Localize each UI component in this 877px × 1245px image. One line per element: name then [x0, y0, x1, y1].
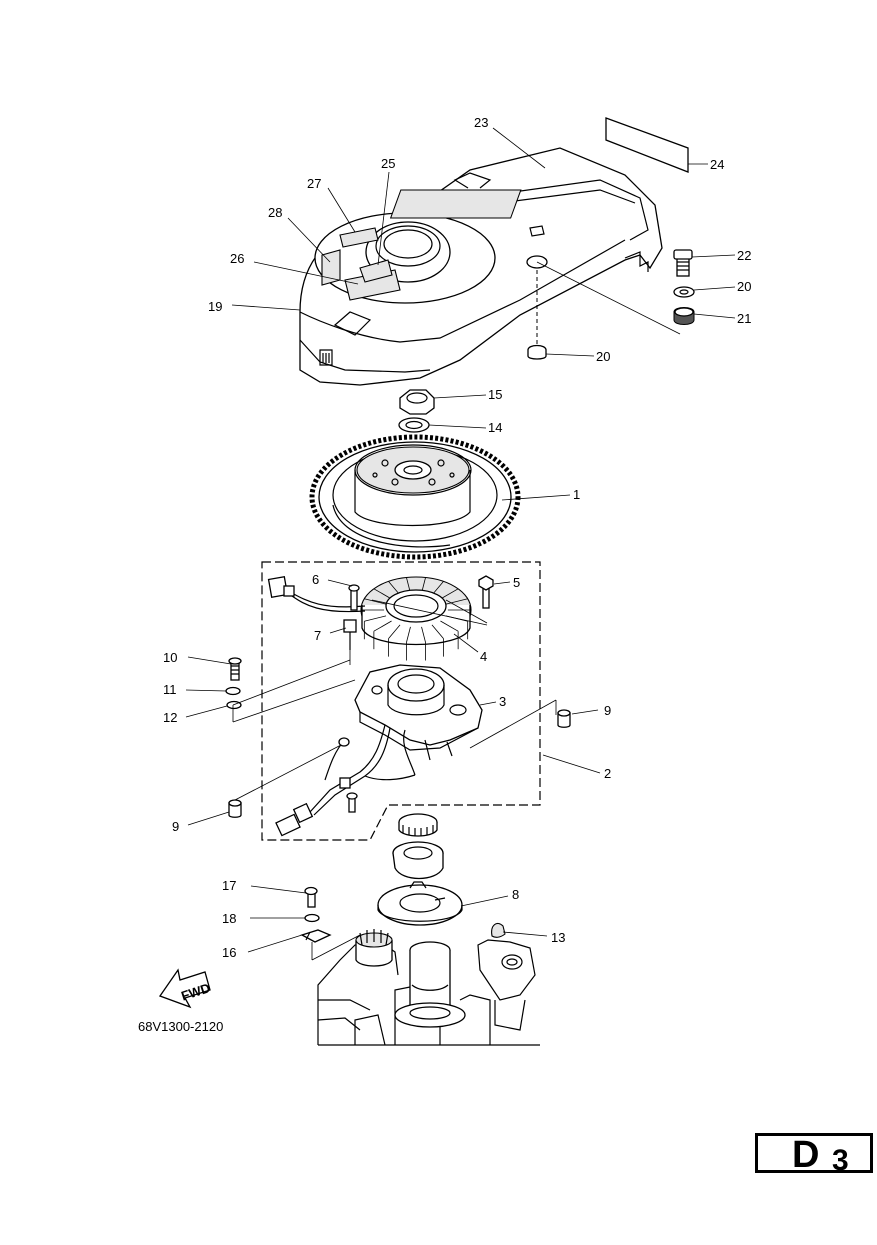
- label-2: 2: [604, 766, 611, 781]
- label-26: 26: [230, 251, 244, 266]
- label-10: 10: [163, 650, 177, 665]
- label-19: 19: [208, 299, 222, 314]
- label-28: 28: [268, 205, 282, 220]
- stator-pole-divider: [445, 598, 468, 605]
- screw-6: [348, 584, 360, 611]
- stator-pole-divider: [373, 588, 392, 600]
- label-20a: 20: [737, 279, 751, 294]
- drawing-code: 68V1300-2120: [138, 1019, 223, 1034]
- stator-pole-divider: [373, 620, 392, 632]
- stator-pole-divider: [431, 624, 444, 639]
- stator-coil: [360, 576, 472, 661]
- part-number-labels: 23 24 25 27 28 26 19 22 20 21 20 15 14 1…: [138, 115, 751, 1034]
- dowel-pins: [228, 709, 571, 818]
- label-13: 13: [551, 930, 565, 945]
- stator-base: [354, 664, 483, 776]
- powerhead: [317, 929, 540, 1046]
- label-21: 21: [737, 311, 751, 326]
- label-23: 23: [474, 115, 488, 130]
- stator-pole-divider: [364, 598, 387, 605]
- label-8: 8: [512, 887, 519, 902]
- label-15: 15: [488, 387, 502, 402]
- decal-24: [605, 117, 689, 173]
- label-9b: 9: [172, 819, 179, 834]
- bolt-17-washer-18-bracket-16: [300, 886, 332, 943]
- label-22: 22: [737, 248, 751, 263]
- stator-assembly-boundary: [261, 561, 541, 841]
- woodruff-key-13: [491, 922, 506, 938]
- leader-lines: [185, 127, 736, 961]
- label-4: 4: [480, 649, 487, 664]
- label-6: 6: [312, 572, 319, 587]
- label-16: 16: [222, 945, 236, 960]
- label-7: 7: [314, 628, 321, 643]
- stator-pole-divider: [421, 626, 426, 643]
- flywheel: [309, 434, 521, 560]
- cover-hardware: [527, 249, 695, 360]
- bolt-10-washers: [225, 657, 242, 710]
- stator-pole-divider: [364, 615, 387, 622]
- stator-pole-divider: [388, 624, 401, 639]
- label-24: 24: [710, 157, 724, 172]
- label-3: 3: [499, 694, 506, 709]
- label-12: 12: [163, 710, 177, 725]
- flywheel-nut-and-washer: [398, 389, 435, 433]
- stator-pole-divider: [440, 588, 459, 600]
- label-5: 5: [513, 575, 520, 590]
- stator-pole-divider: [406, 626, 411, 643]
- fwd-direction-arrow: FWD: [158, 968, 212, 1009]
- label-1: 1: [573, 487, 580, 502]
- page-code-number: 3: [832, 1144, 849, 1177]
- page-code-box: D 3: [755, 1133, 873, 1177]
- label-17: 17: [222, 878, 236, 893]
- label-18: 18: [222, 911, 236, 926]
- label-25: 25: [381, 156, 395, 171]
- stator-lead: [267, 575, 366, 650]
- label-27: 27: [307, 176, 321, 191]
- page-code-letter: D: [792, 1134, 820, 1176]
- bolt-5: [478, 575, 494, 609]
- label-9a: 9: [604, 703, 611, 718]
- stator-pole-divider: [440, 620, 459, 632]
- label-14: 14: [488, 420, 502, 435]
- label-11: 11: [163, 682, 177, 697]
- label-20b: 20: [596, 349, 610, 364]
- sleeves-and-plate: [377, 813, 463, 926]
- wire-harness: [275, 724, 416, 837]
